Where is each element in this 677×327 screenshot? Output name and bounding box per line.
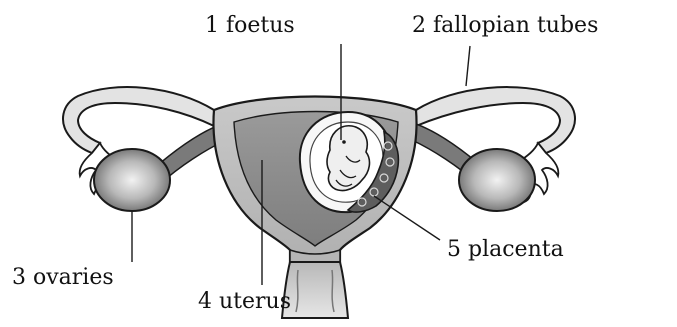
label-ovaries: 3 ovaries <box>12 265 114 290</box>
right-ovary <box>459 149 535 211</box>
foetus-eye <box>342 140 346 144</box>
label-placenta: 5 placenta <box>447 237 564 262</box>
label-fallopian-tubes: 2 fallopian tubes <box>412 13 598 38</box>
placenta-leader <box>374 196 440 240</box>
label-uterus: 4 uterus <box>198 289 291 314</box>
vagina <box>282 262 348 318</box>
fallopian-tubes-leader <box>466 46 470 86</box>
label-foetus: 1 foetus <box>205 13 295 38</box>
left-ovary <box>94 149 170 211</box>
